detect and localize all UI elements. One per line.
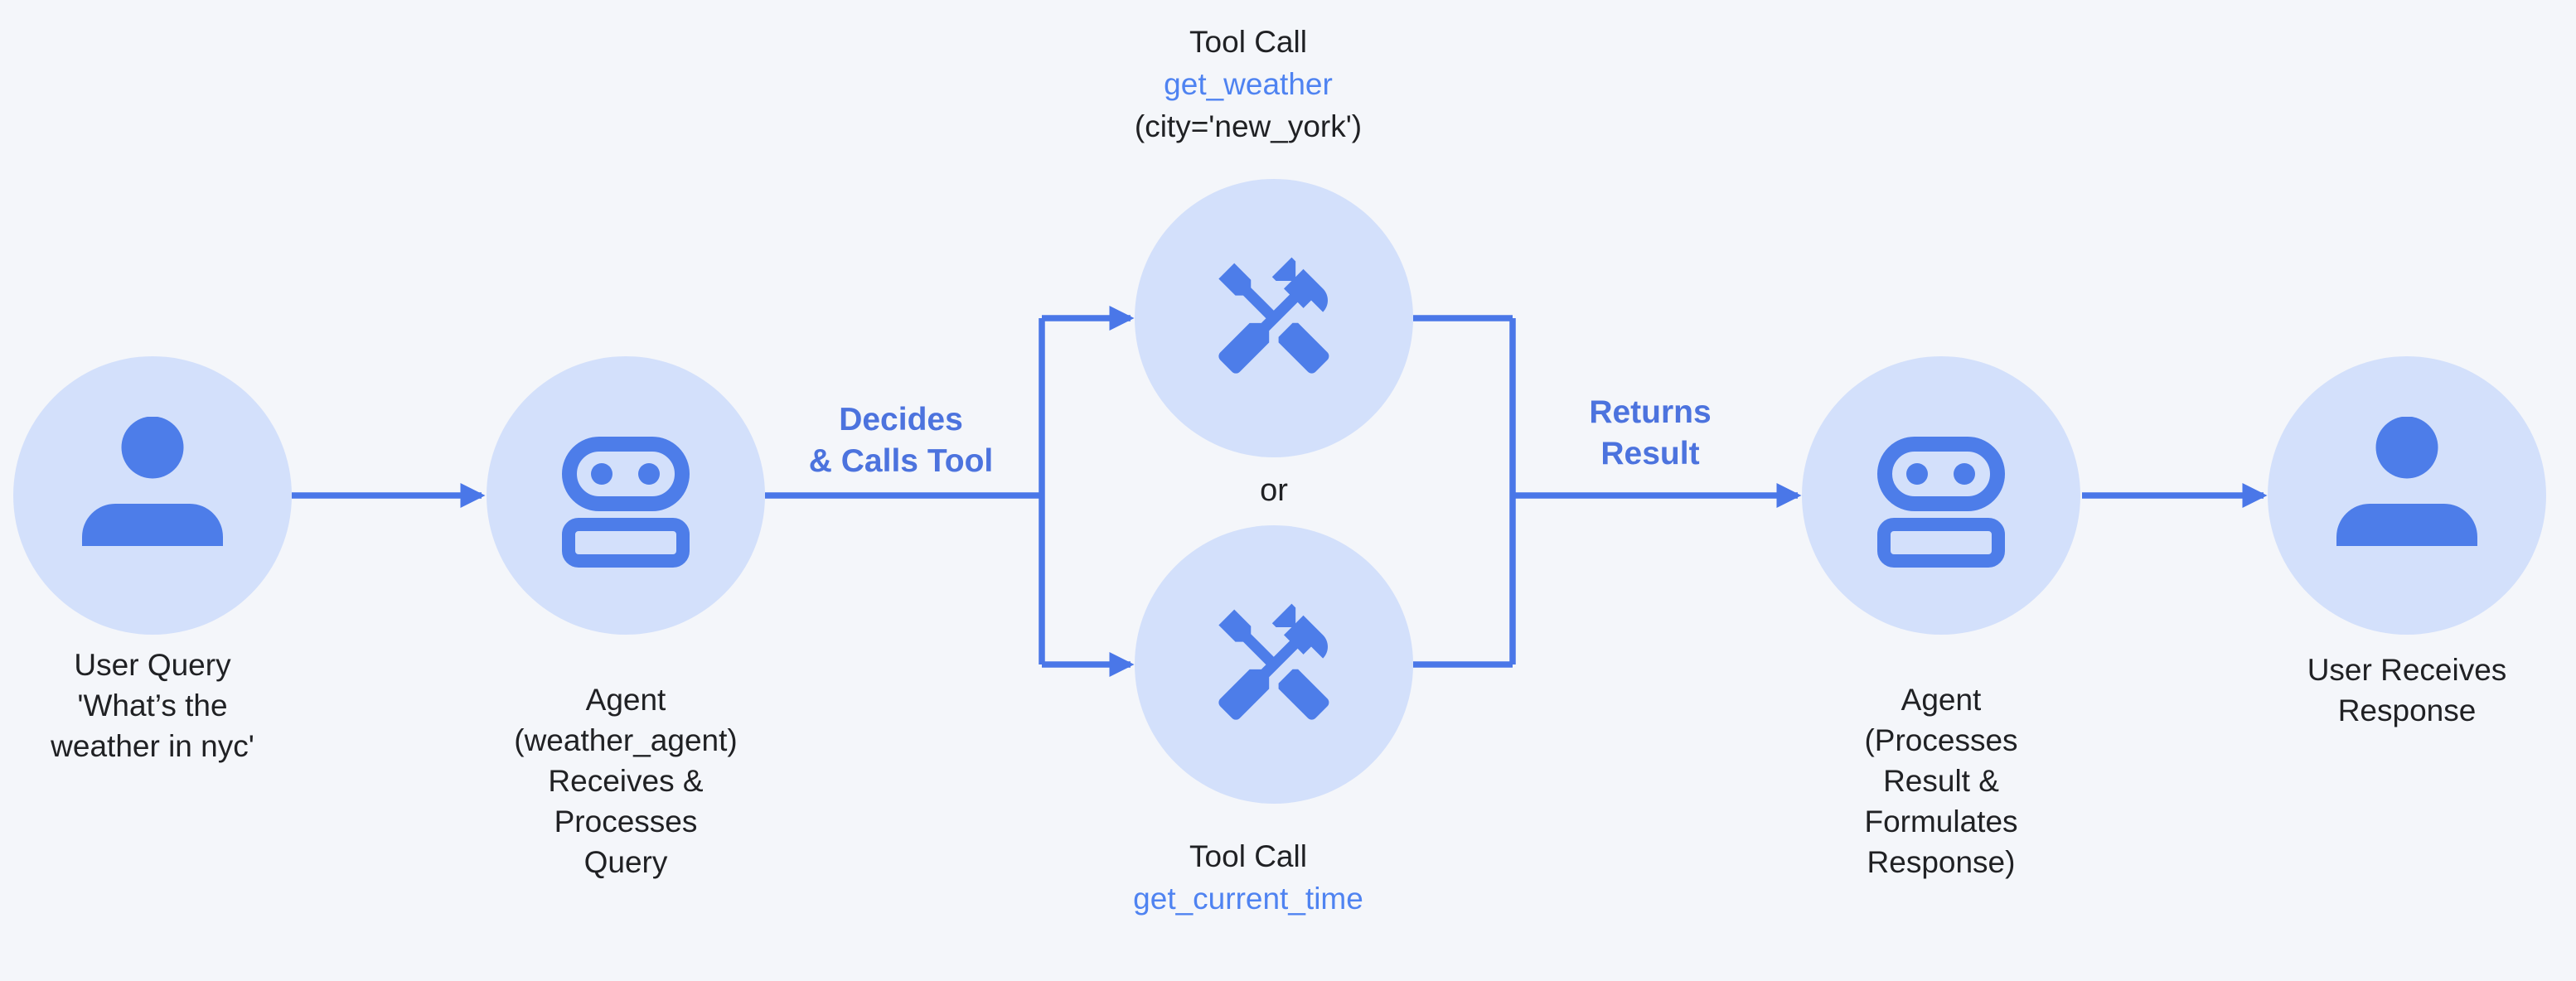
label-line: Agent [1901,683,1982,717]
label-line: User Receives [2307,653,2507,687]
label-line: (weather_agent) [514,723,738,757]
branch-split-line [765,318,1045,664]
node-user-response [2268,356,2546,635]
agent-input-label: Agent (weather_agent) Receives & Process… [443,679,808,882]
tool-name-text: get_current_time [1133,882,1363,916]
label-line: Result [1600,436,1700,471]
node-tool-get-weather [1135,179,1413,457]
user-response-label: User Receives Response [2225,650,2576,731]
branch-join-line [1413,315,1516,668]
label-line: Agent [585,683,666,717]
label-line: Tool Call [1189,25,1307,59]
label-line: weather in nyc' [51,729,254,763]
label-line: Decides [839,402,963,437]
label-line: Response) [1867,845,2016,879]
label-line: Tool Call [1189,839,1307,873]
robot-icon [1877,437,2005,568]
user-query-label: User Query 'What’s the weather in nyc' [0,645,335,766]
tool-weather-label: Tool Call get_weather (city='new_york') [1000,21,1497,147]
agent-output-label: Agent (Processes Result & Formulates Res… [1759,679,2123,882]
label-line: Result & [1883,764,1999,798]
label-line: Returns [1589,394,1712,430]
handyman-icon [1218,603,1329,720]
decides-calls-tool-label: Decides & Calls Tool [752,399,1050,482]
label-line: (city='new_york') [1134,109,1363,143]
node-agent-output [1802,356,2080,635]
label-line: Receives & [548,764,704,798]
label-line: Query [583,845,668,879]
person-icon [2336,417,2477,546]
returns-result-label: Returns Result [1501,392,1799,475]
label-line: 'What’s the [77,689,228,722]
label-line: Formulates [1864,805,2018,838]
label-line: User Query [74,648,231,682]
label-line: & Calls Tool [808,443,994,479]
tool-name-text: get_weather [1164,67,1333,101]
node-tool-get-current-time [1135,525,1413,804]
label-line: (Processes [1864,723,2018,757]
label-line: Processes [554,805,698,838]
tool-time-label: Tool Call get_current_time [1000,835,1497,920]
node-user-query [13,356,292,635]
label-line: Response [2337,693,2477,727]
handyman-icon [1218,257,1329,374]
or-label: or [1260,473,1288,508]
person-icon [82,417,223,546]
node-agent-input [487,356,765,635]
robot-icon [562,437,690,568]
